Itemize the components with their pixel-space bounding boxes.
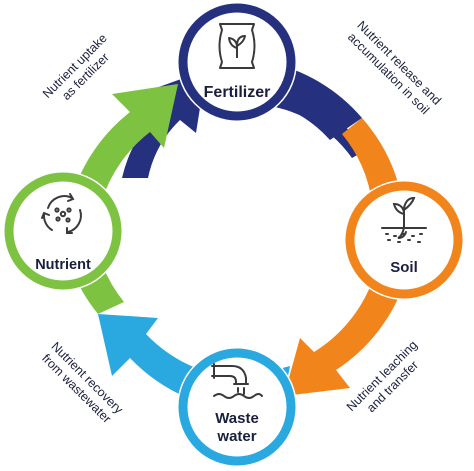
cycle-ring bbox=[72, 62, 404, 402]
wastewater-label-line2: water bbox=[216, 428, 256, 445]
drain-pipe-icon bbox=[211, 363, 263, 399]
edge-label-fertilizer-to-soil: Nutrient release and accumulation in soi… bbox=[345, 18, 444, 117]
arc-wastewater-to-nutrient bbox=[98, 314, 196, 398]
arc-fertilizer-head bbox=[248, 89, 366, 158]
recycle-molecule-icon bbox=[41, 193, 82, 234]
fertilizer-bag-icon bbox=[218, 23, 256, 69]
node-soil: Soil bbox=[344, 180, 464, 300]
svg-text:Nutrient release and: Nutrient release and bbox=[354, 18, 444, 108]
node-wastewater: Waste water bbox=[177, 347, 297, 467]
arc-soil-lower bbox=[284, 282, 404, 396]
fertilizer-label: Fertilizer bbox=[204, 84, 271, 101]
sprout-in-soil-icon bbox=[381, 196, 427, 243]
arc-nutrient-left bbox=[72, 84, 178, 200]
arc-soil-to-wastewater bbox=[342, 118, 402, 202]
node-fertilizer: Fertilizer bbox=[177, 2, 297, 122]
soil-label: Soil bbox=[390, 259, 418, 276]
node-nutrient: Nutrient bbox=[3, 171, 123, 291]
edge-label-nutrient-to-fertilizer: Nutrient uptake as fertilizer bbox=[40, 31, 112, 103]
wastewater-label-line1: Waste bbox=[215, 410, 259, 427]
nutrient-label: Nutrient bbox=[35, 257, 91, 273]
